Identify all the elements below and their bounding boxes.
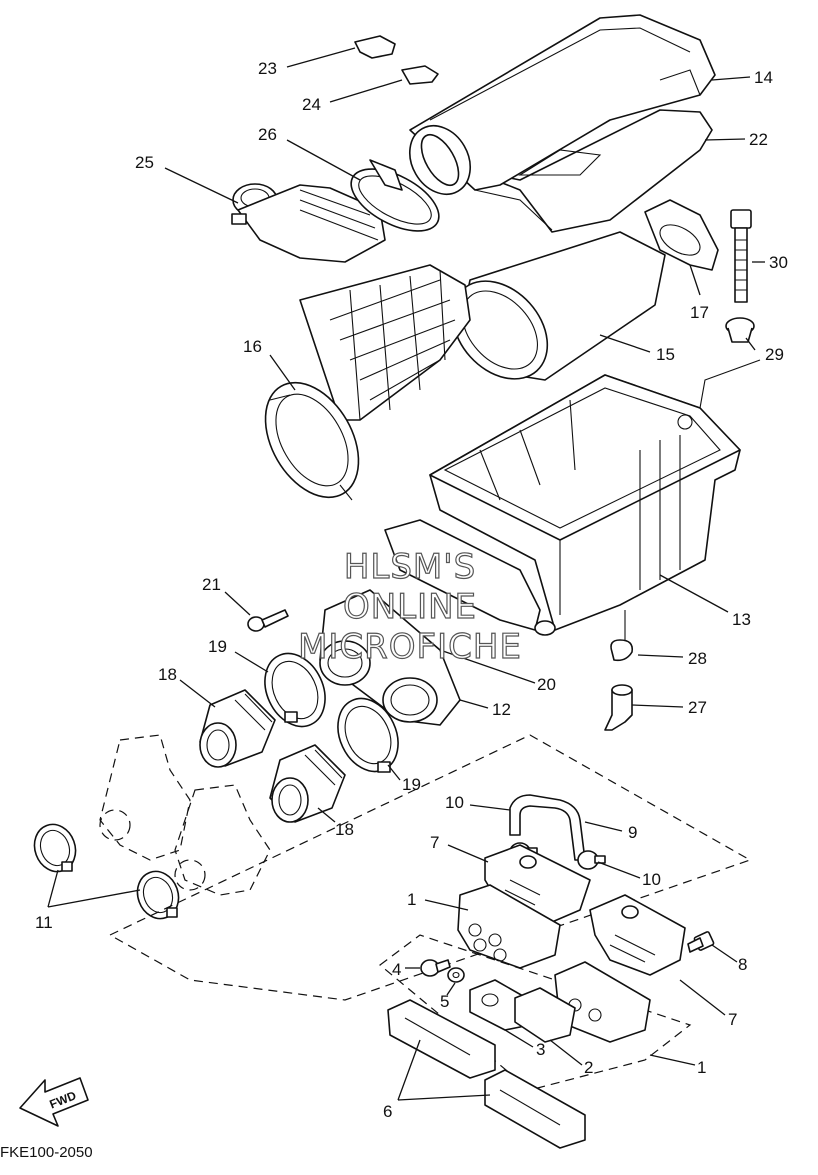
callout-21: 21	[202, 575, 221, 594]
callout-17: 17	[690, 303, 709, 322]
callout-30: 30	[769, 253, 788, 272]
callout-1-lower: 1	[697, 1058, 706, 1077]
clip-10-b	[577, 850, 606, 870]
manifold-7-right	[589, 894, 686, 976]
callout-9: 9	[628, 823, 637, 842]
clamp-11-a	[33, 823, 77, 873]
callout-19-upper: 19	[208, 637, 227, 656]
callout-11: 11	[35, 913, 53, 932]
callout-10-lower: 10	[642, 870, 661, 889]
callout-15: 15	[656, 345, 675, 364]
clip-24	[401, 65, 439, 85]
fwd-arrow: FWD	[19, 1077, 89, 1127]
screw-4	[420, 959, 451, 977]
reed-valve-1-left	[457, 884, 561, 969]
clip-23	[354, 35, 396, 59]
airbox-cover	[409, 14, 716, 233]
callout-23: 23	[258, 59, 277, 78]
carburetor-reference	[99, 734, 271, 896]
filter-element-15	[451, 231, 666, 381]
joint-12	[319, 589, 461, 726]
callout-22: 22	[749, 130, 768, 149]
callout-14: 14	[754, 68, 773, 87]
callout-26: 26	[258, 125, 277, 144]
filter-16	[264, 264, 471, 501]
callout-25: 25	[135, 153, 154, 172]
clamp-19-lower	[337, 697, 399, 773]
callout-27: 27	[688, 698, 707, 717]
clip-28	[610, 610, 634, 662]
callout-2: 2	[584, 1058, 593, 1077]
callout-19-lower: 19	[402, 775, 421, 794]
leader-lines	[47, 47, 765, 1101]
joint-18-lower	[269, 744, 346, 823]
callout-1-upper: 1	[407, 890, 416, 909]
grommet-29	[725, 317, 755, 343]
clamp-19-upper	[264, 652, 326, 728]
hose-band-26	[350, 159, 440, 232]
clamp-11-b	[136, 870, 180, 920]
callout-20: 20	[537, 675, 556, 694]
gasket-6-left	[387, 999, 496, 1079]
joint-18-upper	[199, 689, 276, 768]
watermark-line-1: HLSM'S	[344, 547, 476, 587]
assembly-frame-reed	[379, 934, 692, 1091]
bolt-30	[730, 209, 752, 303]
plate-17	[644, 199, 719, 271]
reed-2	[514, 987, 576, 1043]
callout-labels: 23 24 14 22 26 25 30 17 29 15 16 13 28 2…	[35, 59, 788, 1121]
callout-29: 29	[765, 345, 784, 364]
watermark-line-2: ONLINE	[343, 587, 477, 627]
pipe-9	[509, 794, 586, 861]
callout-18-upper: 18	[158, 665, 177, 684]
callout-7-lower: 7	[728, 1010, 737, 1029]
callout-10-upper: 10	[445, 793, 464, 812]
bolt-21	[247, 609, 289, 632]
callout-8: 8	[738, 955, 747, 974]
intake-duct	[231, 183, 386, 263]
callout-16: 16	[243, 337, 262, 356]
watermark: HLSM'S ONLINE MICROFICHE	[297, 546, 522, 667]
callout-7-upper: 7	[430, 833, 439, 852]
drain-27	[604, 684, 633, 731]
callout-6: 6	[383, 1102, 392, 1121]
callout-18-lower: 18	[335, 820, 354, 839]
callout-3: 3	[536, 1040, 545, 1059]
watermark-line-3: MICROFICHE	[298, 627, 522, 667]
callout-28: 28	[688, 649, 707, 668]
callout-13: 13	[732, 610, 751, 629]
bolt-8	[687, 931, 715, 953]
callout-24: 24	[302, 95, 321, 114]
diagram-code: FKE100-2050	[0, 1144, 93, 1161]
callout-5: 5	[440, 992, 449, 1011]
callout-4: 4	[392, 960, 401, 979]
airbox-13	[384, 359, 761, 636]
gasket-6-right	[484, 1069, 586, 1149]
washer-5	[447, 967, 465, 983]
callout-12: 12	[492, 700, 511, 719]
